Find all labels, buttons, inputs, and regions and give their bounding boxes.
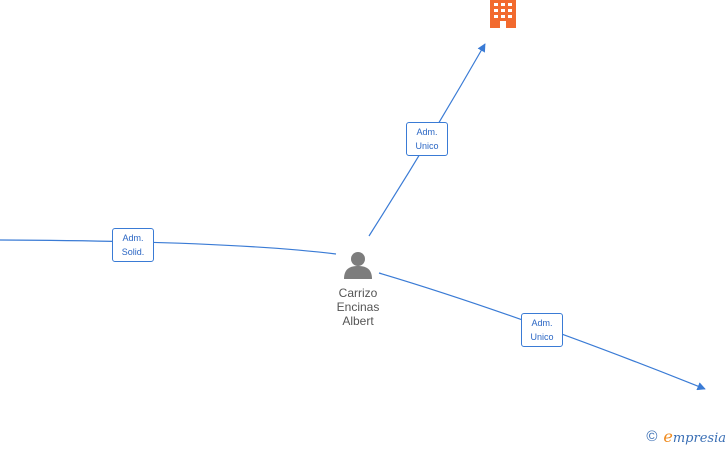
- edge-label-line: Unico: [415, 141, 439, 151]
- edge-label-adm-unico-top[interactable]: Adm. Unico: [406, 122, 448, 156]
- edge-label-line: Solid.: [121, 247, 145, 257]
- brand-logo: empresia: [663, 427, 726, 446]
- brand-rest: mpresia: [672, 431, 726, 446]
- footer-brand: © empresia: [646, 427, 726, 446]
- brand-initial: e: [663, 427, 673, 446]
- edge-label-line: Unico: [530, 332, 554, 342]
- person-name-line: Encinas: [336, 300, 380, 314]
- edge-label-line: Adm.: [416, 127, 438, 137]
- building-icon[interactable]: [490, 0, 516, 28]
- person-name-line: Carrizo: [338, 286, 378, 300]
- edge-label-line: Adm.: [531, 318, 553, 328]
- person-name[interactable]: Carrizo Encinas Albert: [318, 286, 398, 328]
- person-icon[interactable]: [344, 252, 372, 279]
- edge-label-adm-unico-bottom[interactable]: Adm. Unico: [521, 313, 563, 347]
- edge-label-line: Adm.: [122, 233, 144, 243]
- person-name-line: Albert: [342, 314, 374, 328]
- copyright-symbol: ©: [646, 428, 658, 445]
- edge-line-left: [0, 239, 337, 255]
- edge-label-adm-solid-left[interactable]: Adm. Solid.: [112, 228, 154, 262]
